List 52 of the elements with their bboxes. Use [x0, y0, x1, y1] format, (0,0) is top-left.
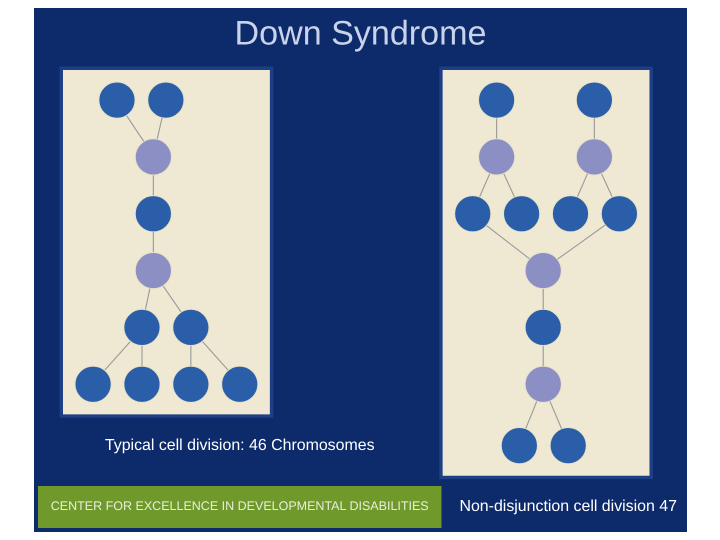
node-circle — [524, 252, 562, 290]
connector — [496, 118, 497, 138]
connector — [556, 224, 605, 260]
cluster — [438, 66, 652, 480]
connector — [104, 341, 130, 370]
node-circle — [551, 194, 589, 232]
connector — [593, 118, 594, 138]
node-circle — [548, 426, 586, 464]
connector — [202, 341, 228, 370]
node-circle — [172, 308, 210, 346]
node-circle — [220, 365, 258, 403]
connector — [502, 174, 514, 197]
connector — [140, 346, 142, 366]
label: CENTER FOR EXCELLENCE IN DEVELOPMENTAL DISABILITIES — [50, 499, 428, 514]
node-circle — [134, 194, 172, 232]
label: Typical cell division: 46 Chromosomes — [104, 436, 374, 454]
node-circle — [524, 365, 562, 403]
node-circle — [502, 194, 540, 232]
connector — [144, 288, 150, 310]
node-circle — [122, 365, 160, 403]
connector — [600, 174, 612, 197]
connector — [486, 225, 530, 260]
node-circle — [477, 81, 515, 119]
cluster — [59, 66, 273, 418]
node-circle — [524, 308, 562, 346]
connector — [152, 232, 154, 252]
node-circle — [146, 81, 184, 119]
connector — [548, 401, 562, 429]
connector — [478, 174, 490, 197]
connector — [162, 286, 181, 312]
node-circle — [453, 194, 491, 232]
connector — [576, 174, 588, 197]
node-circle — [134, 252, 172, 290]
node-circle — [477, 138, 515, 176]
node-circle — [172, 365, 210, 403]
label: Non-disjunction cell division 47 — [458, 498, 676, 516]
node-circle — [98, 81, 136, 119]
connector — [542, 288, 544, 309]
connector — [152, 175, 154, 196]
connector — [524, 401, 537, 429]
node-circle — [575, 81, 613, 119]
node-circle — [575, 138, 613, 176]
connector — [126, 116, 144, 142]
node-circle — [122, 308, 160, 346]
node-circle — [134, 138, 172, 176]
connector — [190, 346, 191, 366]
diagram-title: Down Syndrome — [234, 14, 486, 52]
connector — [156, 118, 162, 139]
node-circle — [600, 194, 638, 232]
node-circle — [500, 426, 538, 464]
node-circle — [74, 365, 112, 403]
connector — [542, 346, 544, 366]
